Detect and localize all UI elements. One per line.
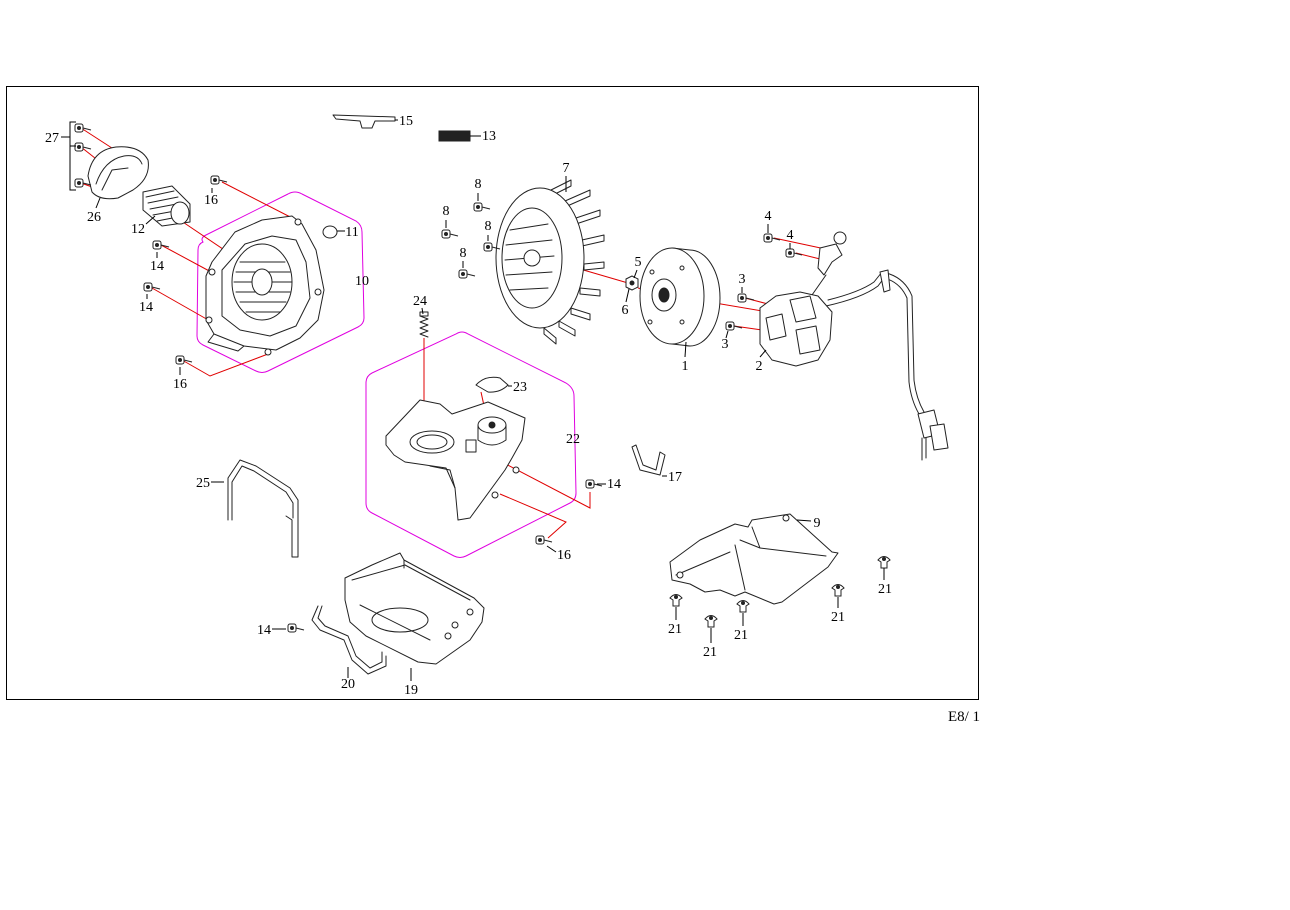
callout-14: 14 [257, 623, 271, 638]
assembly-line [160, 244, 214, 274]
leader-bracket-27 [61, 121, 76, 191]
clip-part-17 [631, 444, 666, 476]
callout-11: 11 [345, 225, 358, 240]
gasket-part-23 [475, 376, 509, 393]
leader-line [625, 288, 630, 303]
clip-part-21 [877, 556, 891, 569]
bolt-part-8 [441, 229, 459, 239]
callout-14: 14 [607, 477, 621, 492]
page-label: E8/ 1 [948, 709, 980, 725]
leader-line [759, 349, 767, 358]
spring-part-24 [419, 311, 429, 338]
callout-13: 13 [482, 129, 496, 144]
leader-line [145, 215, 156, 225]
callout-24: 24 [413, 294, 427, 309]
leader-line [684, 341, 687, 358]
leader-line [95, 197, 101, 209]
cap-part-26 [87, 146, 149, 200]
assembly-line [221, 181, 301, 223]
cooling-fan-part-7 [495, 179, 605, 345]
callout-10: 10 [355, 274, 369, 289]
callout-17: 17 [668, 470, 682, 485]
callout-9: 9 [814, 516, 821, 531]
shroud-part-9 [669, 513, 839, 605]
screw-part-27 [74, 123, 92, 133]
bracket-part-15 [332, 114, 396, 129]
callout-8: 8 [443, 204, 450, 219]
bolt-part-8 [458, 269, 476, 279]
assembly-line [181, 353, 269, 377]
clip-part-21 [704, 615, 718, 628]
callout-7: 7 [563, 161, 570, 176]
callout-21: 21 [878, 582, 892, 597]
callout-19: 19 [404, 683, 418, 698]
callout-8: 8 [475, 177, 482, 192]
callout-8: 8 [460, 246, 467, 261]
callout-21: 21 [703, 645, 717, 660]
callout-20: 20 [341, 677, 355, 692]
callout-21: 21 [668, 622, 682, 637]
screw-part-3 [725, 321, 743, 331]
leader-lines [61, 119, 885, 681]
callout-16: 16 [557, 548, 571, 563]
callout-16: 16 [173, 377, 187, 392]
callout-2: 2 [756, 359, 763, 374]
grommet-part-11 [322, 225, 338, 239]
wire-frame-part-25 [227, 459, 299, 558]
callout-23: 23 [513, 380, 527, 395]
clip-part-21 [669, 594, 683, 607]
callout-6: 6 [622, 303, 629, 318]
assembly-line [151, 287, 211, 322]
assembly-line [80, 127, 116, 151]
shroud-part-19 [344, 552, 485, 665]
callout-16: 16 [204, 193, 218, 208]
callout-22: 22 [566, 432, 580, 447]
clip-part-21 [736, 600, 750, 613]
screw-part-27 [74, 142, 92, 152]
callout-21: 21 [831, 610, 845, 625]
assembly-line [499, 493, 567, 539]
flywheel-part-1 [639, 247, 721, 347]
callout-26: 26 [87, 210, 101, 225]
diagram-frame [6, 86, 979, 700]
callout-25: 25 [196, 476, 210, 491]
callout-4: 4 [765, 209, 772, 224]
group-outline-part-10 [196, 191, 365, 373]
stator-part-2 [759, 231, 949, 461]
fan-cover-part-10 [205, 215, 325, 356]
callout-4: 4 [787, 228, 794, 243]
group-outline-part-22 [365, 331, 577, 558]
callout-3: 3 [739, 272, 746, 287]
assembly-line [497, 459, 591, 509]
screw-part-14 [143, 282, 161, 292]
callout-5: 5 [635, 255, 642, 270]
leader-line [725, 330, 729, 339]
callout-14: 14 [150, 259, 164, 274]
callout-8: 8 [485, 219, 492, 234]
screw-part-16 [175, 355, 193, 365]
callout-15: 15 [399, 114, 413, 129]
callout-27: 27 [45, 131, 59, 146]
callout-14: 14 [139, 300, 153, 315]
bolt-part-8 [473, 202, 491, 212]
nut-part-6 [625, 275, 639, 291]
callout-3: 3 [722, 337, 729, 352]
callout-21: 21 [734, 628, 748, 643]
callout-labels: 27 26 12 16 15 13 11 10 14 14 16 7 8 8 8… [45, 114, 892, 698]
screw-part-4 [763, 233, 781, 243]
wire-frame-part-20 [311, 605, 387, 675]
screw-part-14 [287, 623, 305, 633]
callout-12: 12 [131, 222, 145, 237]
leader-line [796, 519, 812, 522]
clip-part-21 [831, 584, 845, 597]
callout-1: 1 [682, 359, 689, 374]
screw-part-3 [737, 293, 755, 303]
bracket-part-22 [385, 399, 526, 521]
plate-part-13 [438, 130, 471, 142]
leader-line [546, 545, 557, 553]
leader-line [633, 269, 638, 279]
screw-part-4 [785, 248, 803, 258]
leader-line [421, 307, 424, 315]
